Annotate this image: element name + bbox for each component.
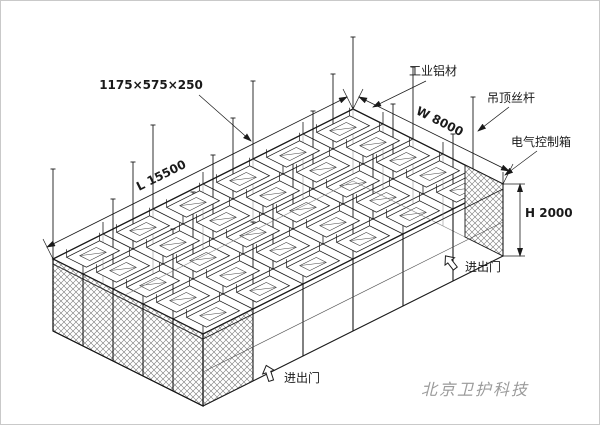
ffu-unit-detail bbox=[369, 197, 397, 201]
ffu-unit-detail bbox=[79, 252, 107, 256]
ffu-unit-detail bbox=[399, 212, 427, 216]
control-box-label: 电气控制箱 bbox=[511, 134, 571, 149]
extension-line bbox=[42, 238, 54, 260]
door-front-label: 进出门 bbox=[465, 259, 501, 274]
leader-line bbox=[504, 150, 538, 176]
door-bottom-label: 进出门 bbox=[284, 370, 320, 385]
bottom-rail-front bbox=[52, 255, 504, 407]
mid-rail-front bbox=[202, 221, 504, 373]
leader-line bbox=[477, 106, 510, 132]
label-material: 工业铝材 bbox=[372, 63, 457, 108]
mesh-wall-right-panel bbox=[464, 164, 504, 257]
ffu-unit-detail bbox=[249, 287, 277, 291]
leader-line bbox=[198, 94, 252, 142]
door-direction-arrow-icon bbox=[444, 255, 458, 271]
ffu-unit-detail bbox=[199, 312, 227, 316]
extension-line bbox=[502, 163, 514, 185]
ffu-unit-detail bbox=[419, 172, 447, 176]
wall-posts bbox=[52, 184, 504, 406]
ffu-unit-detail bbox=[269, 247, 297, 251]
material-label: 工业铝材 bbox=[409, 63, 457, 78]
label-unit-size: 1175×575×250 bbox=[99, 78, 252, 142]
ceiling-rod-label: 吊顶丝杆 bbox=[487, 91, 535, 105]
mesh-wall-left bbox=[52, 258, 204, 407]
ceiling-depth-edge bbox=[52, 188, 504, 340]
ffu-unit-detail bbox=[219, 272, 247, 276]
dimension-line bbox=[358, 96, 510, 172]
watermark-text: 北京卫护科技 bbox=[421, 380, 529, 399]
door-front: 进出门 bbox=[444, 255, 501, 274]
dimension-line bbox=[46, 96, 348, 248]
extension-line bbox=[342, 88, 354, 110]
ffu-unit-detail bbox=[169, 297, 197, 301]
mesh-wall-left-panel bbox=[52, 258, 204, 407]
height-dimension-label: H 2000 bbox=[525, 206, 573, 220]
length-dimension-label: L 15500 bbox=[134, 157, 188, 193]
width-dimension-label: W 8000 bbox=[414, 104, 466, 139]
ffu-unit-detail bbox=[299, 262, 327, 266]
door-bottom: 进出门 bbox=[261, 364, 320, 385]
extension-line bbox=[352, 88, 364, 110]
label-ceiling-rod: 吊顶丝杆 bbox=[477, 91, 535, 132]
ffu-unit-detail bbox=[349, 237, 377, 241]
ffu-unit-detail bbox=[109, 267, 137, 271]
leader-line bbox=[372, 80, 427, 108]
dimension-height: H 2000 bbox=[503, 183, 573, 257]
mesh-wall-right-end bbox=[464, 164, 504, 257]
door-direction-arrow-icon bbox=[261, 364, 276, 383]
label-control-box: 电气控制箱 bbox=[504, 134, 571, 176]
unit-size-label: 1175×575×250 bbox=[99, 78, 203, 92]
